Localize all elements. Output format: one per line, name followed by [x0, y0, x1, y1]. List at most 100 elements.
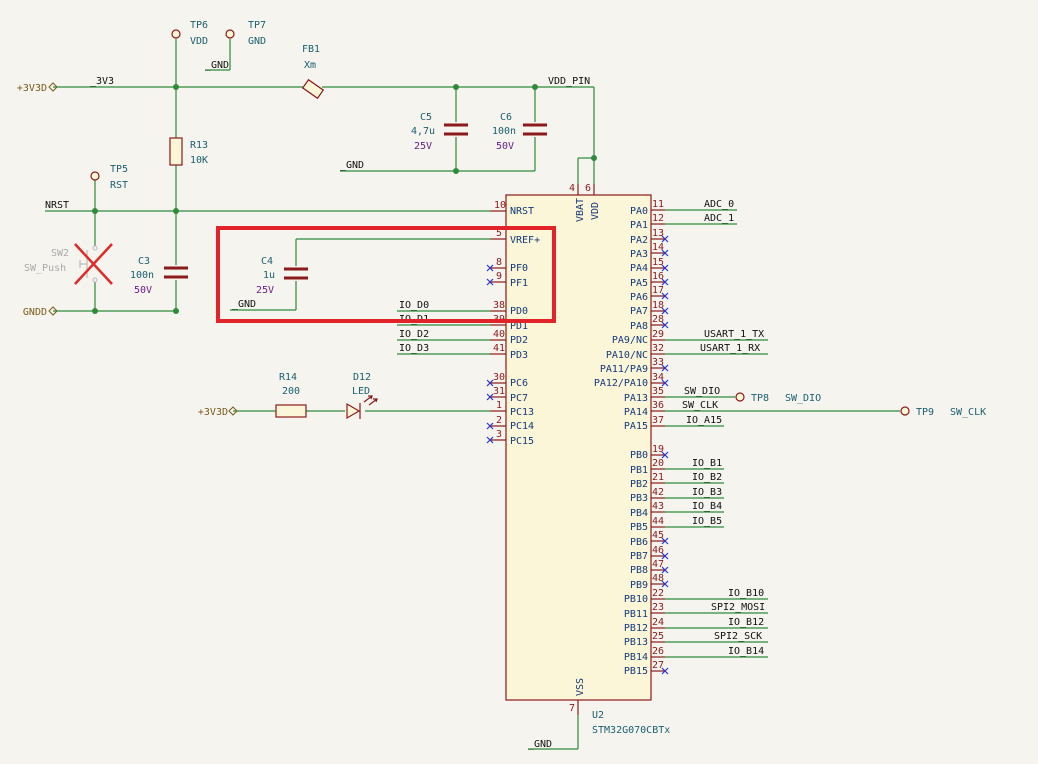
u2-ref: U2: [592, 710, 604, 721]
ferrite-bead-fb1[interactable]: FB1 Xm: [301, 44, 325, 100]
pin-num-30: 30: [493, 372, 505, 383]
pin-pb15: PB15: [624, 666, 648, 677]
switch-sw2[interactable]: SW2 SW_Push: [24, 243, 113, 285]
pin-num-41: 41: [493, 343, 505, 354]
tp5-value: RST: [110, 180, 128, 191]
r14-ref: R14: [279, 372, 297, 383]
net-label-io-d2: IO_D2: [399, 329, 429, 340]
pin-num-9: 9: [496, 271, 502, 282]
sw2-value: SW_Push: [24, 263, 66, 274]
capacitor-c6[interactable]: C6 100n 50V: [492, 112, 547, 152]
net-label-io-b5: IO_B5: [692, 516, 722, 527]
pin-pa4: PA4: [630, 263, 648, 274]
pin-pa1: PA1: [630, 220, 648, 231]
pin-pb8: PB8: [630, 565, 648, 576]
net-label-io-b12: IO_B12: [728, 617, 764, 628]
pin-num-19: 19: [652, 444, 664, 455]
capacitor-c3[interactable]: C3 100n 50V: [130, 256, 188, 296]
c3-value: 100n: [130, 270, 154, 281]
net-label-io-b10: IO_B10: [728, 588, 764, 599]
pin-num-3: 3: [496, 429, 502, 440]
tp8-ref: TP8: [751, 393, 769, 404]
pin-num-37: 37: [652, 415, 664, 426]
pin-num-33: 33: [652, 357, 664, 368]
pin-pb10: PB10: [624, 594, 648, 605]
pin-pb9: PB9: [630, 580, 648, 591]
test-point-tp5[interactable]: TP5 RST: [90, 164, 128, 191]
sw2-ref: SW2: [51, 248, 69, 259]
led-d12[interactable]: D12 LED: [346, 372, 378, 420]
pin-vref-plus: VREF+: [510, 235, 540, 246]
net-label-adc1: ADC_1: [704, 213, 734, 224]
net-label-nrst: NRST: [45, 200, 69, 211]
pin-pb6: PB6: [630, 537, 648, 548]
pin-num-27: 27: [652, 660, 664, 671]
pin-pb1: PB1: [630, 465, 648, 476]
pin-pa0: PA0: [630, 206, 648, 217]
c5-value: 4,7u: [411, 126, 435, 137]
pin-num-25: 25: [652, 631, 664, 642]
pin-pa14: PA14: [624, 407, 648, 418]
pin-pa15: PA15: [624, 421, 648, 432]
pin-num-32: 32: [652, 343, 664, 354]
c6-voltage: 50V: [496, 141, 514, 152]
mcu-u2[interactable]: 4 6 VBAT VDD 7 VSS 10 5 8 9 38 39: [490, 183, 670, 736]
tp8-value: SW_DIO: [785, 393, 821, 404]
pin-pb13: PB13: [624, 637, 648, 648]
pin-num-31: 31: [493, 386, 505, 397]
pin-pb11: PB11: [624, 609, 648, 620]
pin-pd3: PD3: [510, 350, 528, 361]
tp5-ref: TP5: [110, 164, 128, 175]
power-port-gndd: GNDD: [23, 306, 58, 318]
no-connect-markers: [486, 235, 669, 675]
power-label-gndd: GNDD: [23, 307, 47, 318]
tp9-ref: TP9: [916, 407, 934, 418]
capacitor-c4[interactable]: C4 1u 25V: [256, 256, 308, 296]
test-point-tp7[interactable]: TP7 GND: [225, 20, 266, 47]
net-label-io-a15: IO_A15: [686, 415, 722, 426]
pin-num-48: 48: [652, 573, 664, 584]
net-label-gnd-c4: _GND: [232, 299, 256, 310]
net-labels: _3V3 _GND VDD_PIN _GND NRST _GND _GND IO…: [45, 60, 765, 750]
pin-pa12: PA12/PA10: [594, 378, 648, 389]
pin-pd0: PD0: [510, 306, 528, 317]
c4-value: 1u: [263, 270, 275, 281]
pin-num-22: 22: [652, 588, 664, 599]
pin-pc14: PC14: [510, 421, 534, 432]
test-point-tp6[interactable]: TP6 VDD: [171, 20, 208, 47]
net-label-io-b2: IO_B2: [692, 472, 722, 483]
test-point-tp8[interactable]: TP8 SW_DIO: [735, 392, 821, 404]
d12-ref: D12: [353, 372, 371, 383]
d12-value: LED: [352, 386, 370, 397]
capacitor-c5[interactable]: C5 4,7u 25V: [411, 112, 468, 152]
test-point-tp9[interactable]: TP9 SW_CLK: [900, 406, 986, 418]
pin-pb7: PB7: [630, 551, 648, 562]
c5-voltage: 25V: [414, 141, 432, 152]
net-label-sw-dio: SW_DIO: [684, 386, 720, 397]
pin-num-15: 15: [652, 257, 664, 268]
fb1-value: Xm: [304, 60, 316, 71]
pin-num-2: 2: [496, 415, 502, 426]
net-label-usart-tx: USART_1_TX: [704, 329, 764, 340]
pin-num-11: 11: [652, 199, 664, 210]
pin-pa9: PA9/NC: [612, 335, 648, 346]
net-label-io-b3: IO_B3: [692, 487, 722, 498]
pin-num-47: 47: [652, 559, 664, 570]
c4-voltage: 25V: [256, 285, 274, 296]
r13-ref: R13: [190, 140, 208, 151]
c6-ref: C6: [500, 112, 512, 123]
tp7-value: GND: [248, 36, 266, 47]
fb1-ref: FB1: [302, 44, 320, 55]
pin-pb2: PB2: [630, 479, 648, 490]
r14-value: 200: [282, 386, 300, 397]
resistor-r13[interactable]: R13 10K: [169, 137, 208, 166]
power-port-3v3d-led: +3V3D: [198, 406, 238, 418]
pin-num-35: 35: [652, 386, 664, 397]
pin-pa6: PA6: [630, 292, 648, 303]
pin-num-46: 46: [652, 545, 664, 556]
net-label-io-b1: IO_B1: [692, 458, 722, 469]
resistor-r14[interactable]: R14 200: [275, 372, 307, 418]
pin-pd2: PD2: [510, 335, 528, 346]
net-label-adc0: ADC_0: [704, 199, 734, 210]
pin-num-14: 14: [652, 242, 664, 253]
